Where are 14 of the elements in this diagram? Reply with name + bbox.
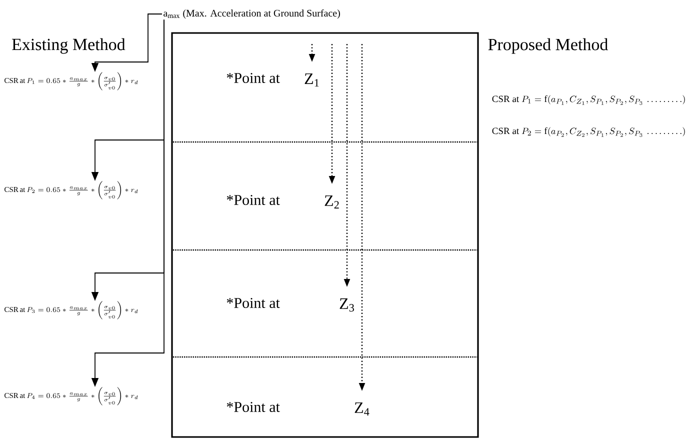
annotation-text: a$_{max}$ (Max. Acceleration at Ground Surface) <box>164 9 340 19</box>
formula-text: $\mathrm{CSR\ at\ }P_1=\mathrm{f}(a_{P_1},C_{Z_1},S_{P_1},S_{P_2},S_{P_3}\,\dots\dots\dots)$ <box>492 95 685 105</box>
formula-text: $\mathrm{CSR\,at\,}P_3=0.65*\frac{a_{max}}{g}*\left(\frac{\sigma_{v0}}{\sigma'_{v0}}\right)*r_d$ <box>4 301 138 320</box>
section-title: Existing Method <box>12 38 126 54</box>
soil-column <box>171 32 479 438</box>
formula-text: $\mathrm{CSR\,at\,}P_2=0.65*\frac{a_{max}}{g}*\left(\frac{\sigma_{v0}}{\sigma'_{v0}}\right)*r_d$ <box>4 181 138 200</box>
formula-text: $\mathrm{CSR\,at\,}P_1=0.65*\frac{a_{max}}{g}*\left(\frac{\sigma_{v0}}{\sigma'_{v0}}\right)*r_d$ <box>4 72 138 90</box>
soil-layer: *Point at Z$_{3}$ <box>226 298 354 312</box>
soil-layer: *Point at Z$_{4}$ <box>226 402 370 416</box>
soil-layer: *Point at Z$_{2}$ <box>226 194 339 209</box>
formula-text: $\mathrm{CSR\ at\ }P_2=\mathrm{f}(a_{P_2},C_{Z_2},S_{P_1},S_{P_2},S_{P_3}\,\dots\dots\dots)$ <box>492 127 685 137</box>
soil-layer: *Point at Z$_{1}$ <box>226 72 319 87</box>
formula-text: $\mathrm{CSR\,at\,}P_4=0.65*\frac{a_{max}}{g}*\left(\frac{\sigma_{v0}}{\sigma'_{v0}}\right)*r_d$ <box>4 387 138 406</box>
section-title: Proposed Method <box>488 38 608 54</box>
